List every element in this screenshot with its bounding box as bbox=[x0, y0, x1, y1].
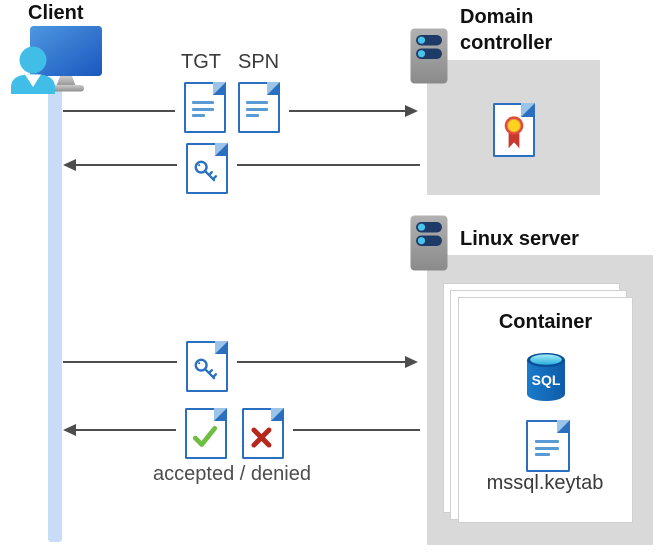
key-document-icon bbox=[177, 142, 237, 194]
client-monitor-user-icon bbox=[11, 26, 102, 94]
tgt-label: TGT bbox=[181, 51, 221, 73]
spn-label: SPN bbox=[238, 51, 280, 73]
arrow-ticket-return-line bbox=[76, 164, 420, 166]
container-label: Container bbox=[498, 311, 593, 333]
domain-controller-server-icon bbox=[410, 28, 448, 84]
certificate-icon bbox=[493, 102, 536, 157]
accepted-check-document-icon bbox=[176, 407, 236, 459]
client-lifeline bbox=[48, 88, 62, 542]
arrow-ticket-to-sql-head-icon bbox=[405, 356, 418, 368]
accepted-denied-label: accepted / denied bbox=[153, 463, 311, 485]
mssql-keytab-label: mssql.keytab bbox=[486, 472, 604, 494]
keytab-document-icon bbox=[526, 419, 571, 472]
linux-server-icon bbox=[410, 215, 448, 271]
tgt-document-icon bbox=[175, 81, 235, 133]
arrow-result-return-head-icon bbox=[63, 424, 76, 436]
sql-database-cylinder-icon: SQL bbox=[527, 353, 565, 401]
key-document-icon bbox=[177, 340, 237, 392]
arrow-ticket-return-head-icon bbox=[63, 159, 76, 171]
container-page bbox=[458, 297, 633, 523]
linux-server-label: Linux server bbox=[460, 228, 579, 250]
arrow-request-dc-head-icon bbox=[405, 105, 418, 117]
denied-cross-document-icon bbox=[233, 407, 293, 459]
sql-text: SQL bbox=[532, 372, 561, 388]
client-label: Client bbox=[28, 2, 84, 24]
domain-controller-label: Domain controller bbox=[460, 6, 553, 54]
spn-document-icon bbox=[229, 81, 289, 133]
